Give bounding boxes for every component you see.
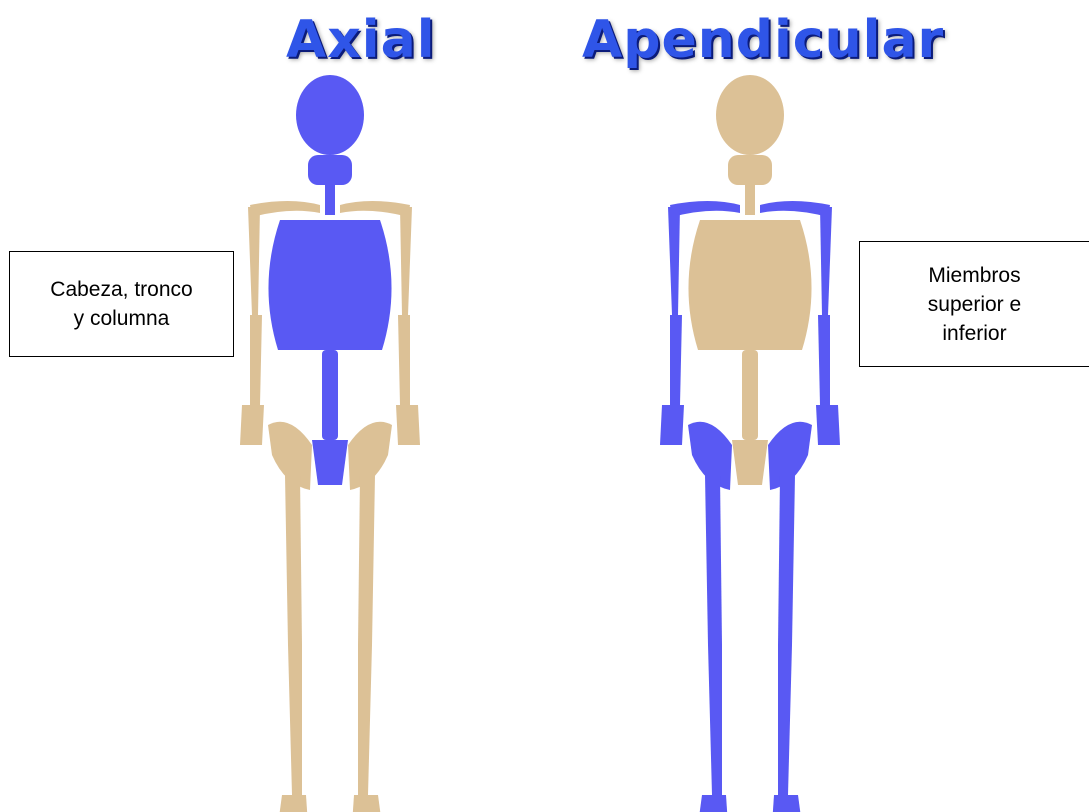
axial-description-box: Cabeza, tronco y columna <box>9 251 234 357</box>
skeleton-axial-figure <box>240 75 420 812</box>
apendicular-description-box: Miembros superior e inferior <box>859 241 1089 367</box>
skeleton-apendicular-figure <box>660 75 840 812</box>
